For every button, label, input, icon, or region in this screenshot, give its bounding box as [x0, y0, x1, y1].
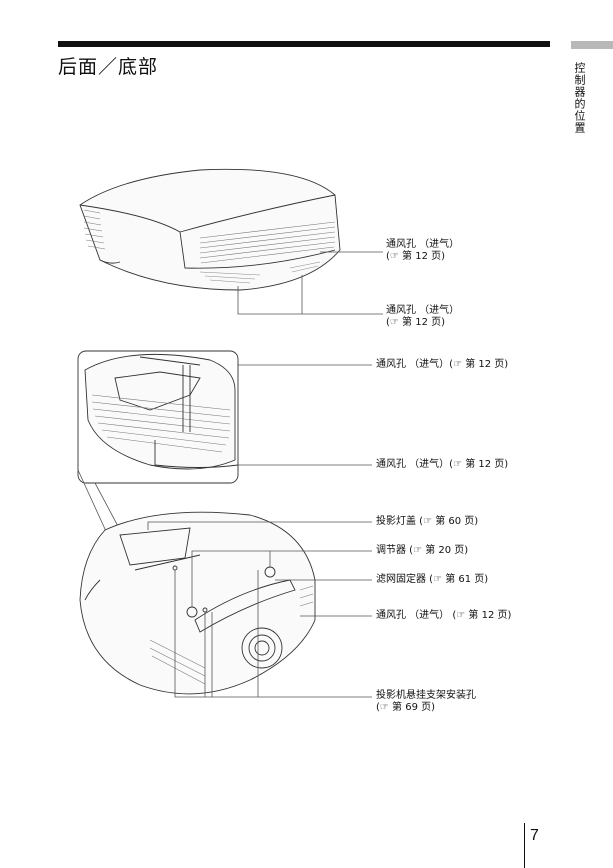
page-title: 后面／底部: [58, 56, 159, 78]
callout-vent-side-2: 通风孔 （进气） (☞ 第 12 页): [386, 305, 460, 328]
callout-vent-side-1: 通风孔 （进气） (☞ 第 12 页): [386, 239, 460, 262]
callout-adjuster: 调节器 (☞ 第 20 页): [376, 545, 469, 556]
callout-vent-bottom: 通风孔 （进气） (☞ 第 12 页): [376, 610, 512, 621]
header-rule: [58, 41, 550, 47]
projector-rear-view: [79, 168, 341, 291]
callout-filter-holder: 滤网固定器 (☞ 第 61 页): [376, 574, 489, 585]
projector-bottom-view: [79, 511, 316, 695]
callout-mount-holes: 投影机悬挂支架安装孔 (☞ 第 69 页): [376, 690, 476, 713]
callout-vent-mid: 通风孔 （进气）(☞ 第 12 页): [376, 459, 509, 470]
section-tab-marker: [571, 41, 613, 49]
callout-lamp-cover: 投影灯盖 (☞ 第 60 页): [376, 516, 479, 527]
section-side-label: 控制器的位置: [573, 62, 586, 134]
page-number: 7: [530, 827, 539, 844]
zoom-inset: [77, 350, 239, 484]
page-number-rule: [524, 823, 525, 868]
callout-vent-top: 通风孔 （进气）(☞ 第 12 页): [376, 359, 509, 370]
